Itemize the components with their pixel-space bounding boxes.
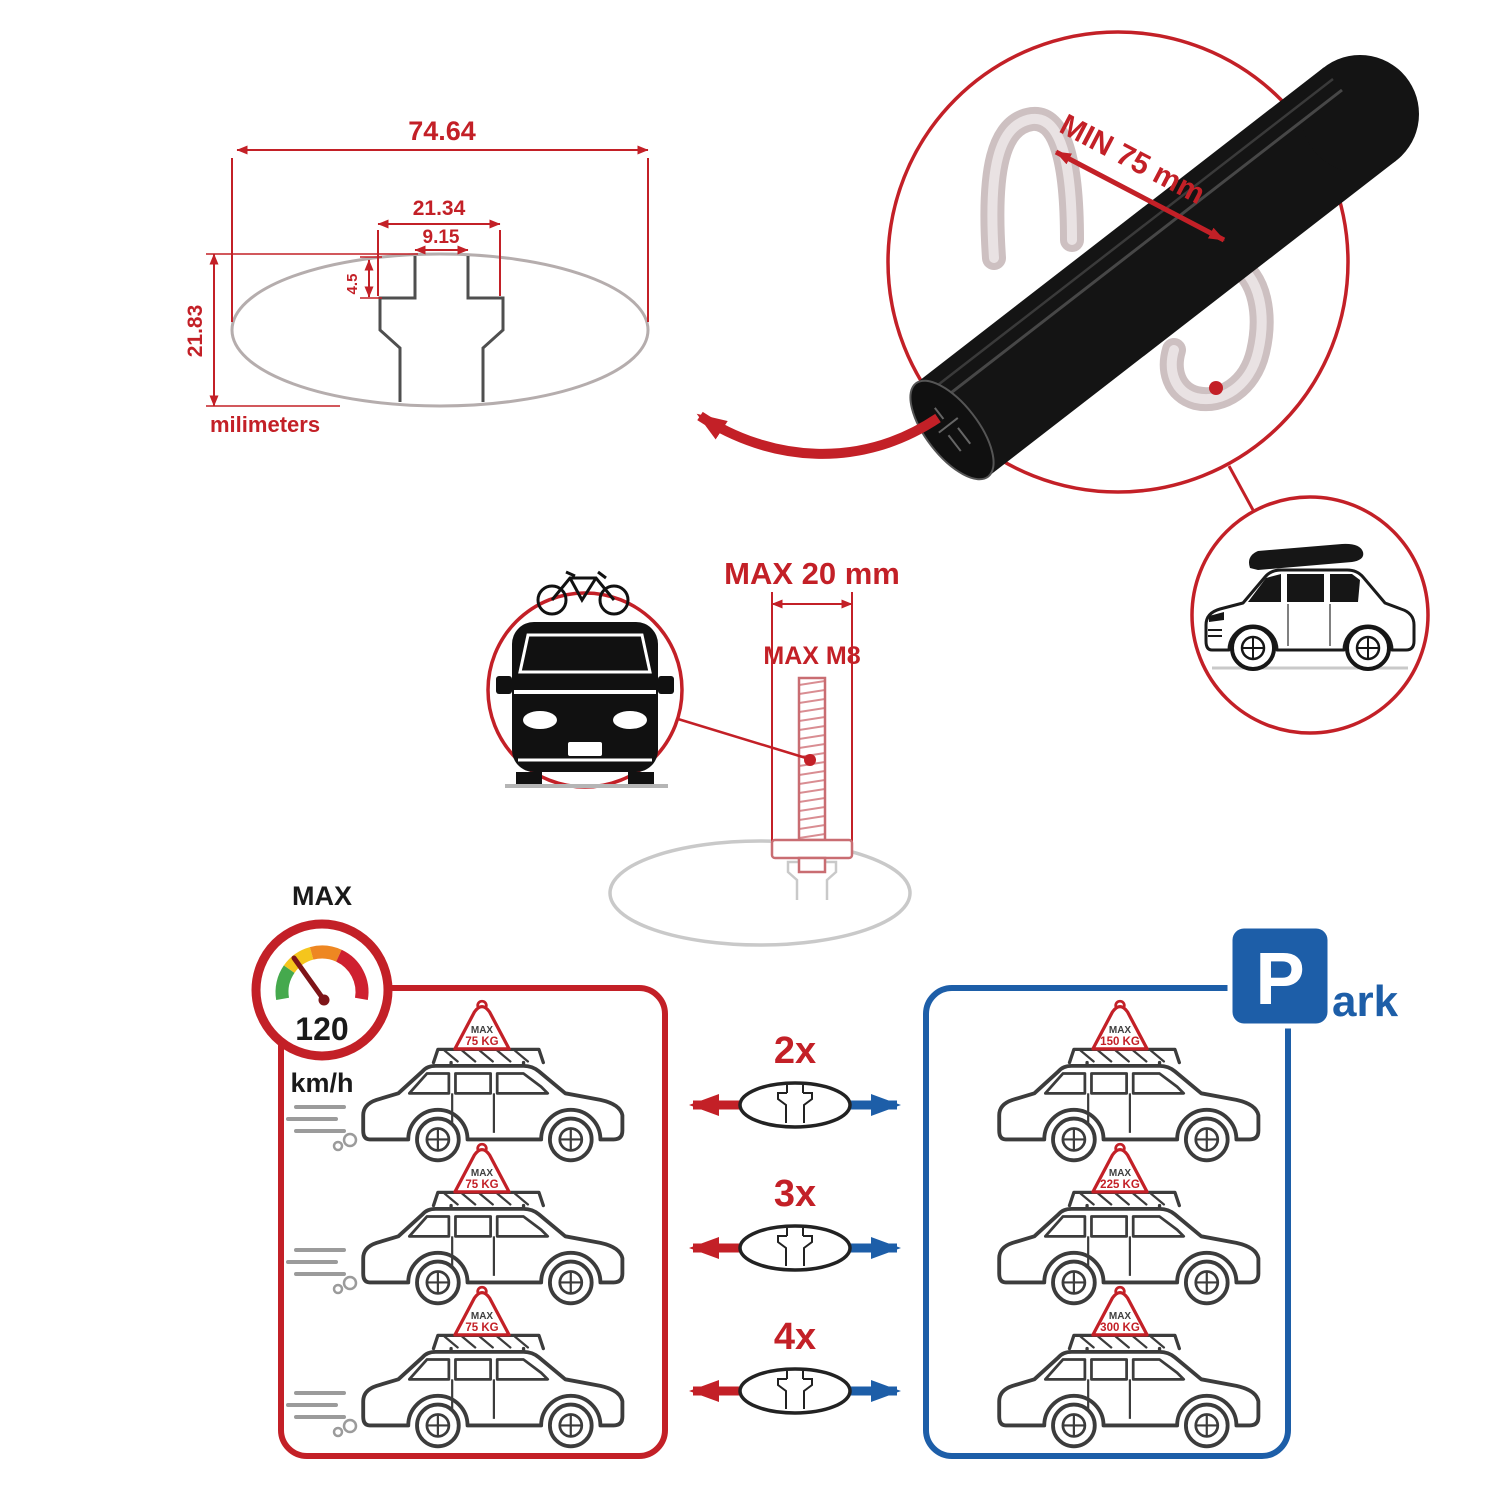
gauge-needle — [291, 955, 327, 1003]
crossbar-qty-arrow-3 — [693, 1369, 897, 1413]
car-front-circle — [486, 570, 684, 789]
dimension-lines — [206, 145, 649, 407]
parked-value-1: 150 KG — [1100, 1036, 1140, 1048]
t-bolt-illustration — [770, 676, 854, 874]
bolt-dimension-lines — [771, 592, 853, 845]
roofbox-suv-circle — [1190, 495, 1430, 735]
suv-illustration — [1204, 543, 1416, 671]
gauge-ring — [251, 919, 393, 1061]
dim-channel-width-label: 21.34 — [413, 197, 466, 220]
crossbar-detail-circle: MIN 75 mm — [886, 30, 1419, 494]
load-label-2: MAX — [471, 1168, 494, 1179]
parked-value-2: 225 KG — [1100, 1179, 1140, 1191]
bicycle-icon — [536, 570, 630, 616]
crossbar-qty-arrow-1 — [693, 1083, 897, 1127]
dim-total-height-label: 21.83 — [184, 305, 207, 358]
motion-lines-2 — [286, 1248, 358, 1295]
gauge-arc — [275, 945, 369, 1001]
t-slot-channel — [378, 256, 505, 402]
park-sign-square — [1227, 923, 1333, 1029]
dim-total-width-label: 74.64 — [408, 116, 476, 146]
units-label: milimeters — [210, 412, 320, 437]
detail-callout-arrow — [696, 411, 941, 459]
profile-dimension-diagram: 74.64 21.34 9.15 4.5 21.83 milimeters — [184, 116, 650, 437]
max-width-label: MAX 20 mm — [724, 556, 900, 591]
load-label-1: MAX — [471, 1025, 494, 1036]
bolt-point-dot — [804, 754, 816, 766]
crossbar-end-cap — [909, 379, 995, 481]
load-value-3: 75 KG — [465, 1322, 498, 1334]
circle-connector-line — [1227, 465, 1255, 511]
crossbar-qty-arrow-2 — [693, 1226, 897, 1270]
bolt-leader-line — [677, 717, 807, 760]
park-sign-suffix: ark — [1332, 977, 1399, 1026]
gauge-pivot — [318, 994, 330, 1006]
quantity-arrows: 2x 3x 4x — [693, 1030, 897, 1413]
dim-slot-width-label: 9.15 — [423, 227, 460, 248]
parked-label-1: MAX — [1109, 1025, 1132, 1036]
parked-value-3: 300 KG — [1100, 1322, 1140, 1334]
faded-profile-ellipse — [608, 839, 912, 947]
clamp-point-dot — [1209, 381, 1223, 395]
black-crossbar-render — [909, 55, 1419, 481]
min-clamp-arrow — [1054, 149, 1226, 243]
parked-label-2: MAX — [1109, 1168, 1132, 1179]
max-thread-label: MAX M8 — [763, 642, 860, 670]
car-front-icon — [496, 622, 674, 788]
parked-label-3: MAX — [1109, 1311, 1132, 1322]
park-sign: P ark — [1227, 923, 1399, 1029]
motion-lines-3 — [286, 1391, 358, 1438]
multiplier-2: 3x — [774, 1173, 816, 1215]
speed-value: 120 — [295, 1011, 348, 1047]
load-value-2: 75 KG — [465, 1179, 498, 1191]
load-value-1: 75 KG — [465, 1036, 498, 1048]
speed-limit-gauge: MAX 120 km/h — [251, 881, 393, 1098]
multiplier-3: 4x — [774, 1316, 816, 1358]
multiplier-1: 2x — [774, 1030, 816, 1072]
driving-cars: MAX 75 KG MAX 75 KG MAX 75 KG — [286, 999, 625, 1449]
speed-title: MAX — [292, 881, 352, 911]
bar-cross-section-ellipse — [230, 252, 650, 408]
roof-box — [1249, 543, 1364, 570]
dim-lip-depth-label: 4.5 — [344, 274, 361, 295]
bolt-diagram: MAX 20 mm MAX M8 — [608, 556, 912, 947]
load-label-3: MAX — [471, 1311, 494, 1322]
parked-cars: MAX 150 KG MAX 225 KG MAX 300 KG — [997, 999, 1261, 1449]
speed-unit: km/h — [290, 1068, 353, 1098]
motion-lines-1 — [286, 1105, 358, 1152]
park-sign-letter: P — [1255, 937, 1304, 1020]
